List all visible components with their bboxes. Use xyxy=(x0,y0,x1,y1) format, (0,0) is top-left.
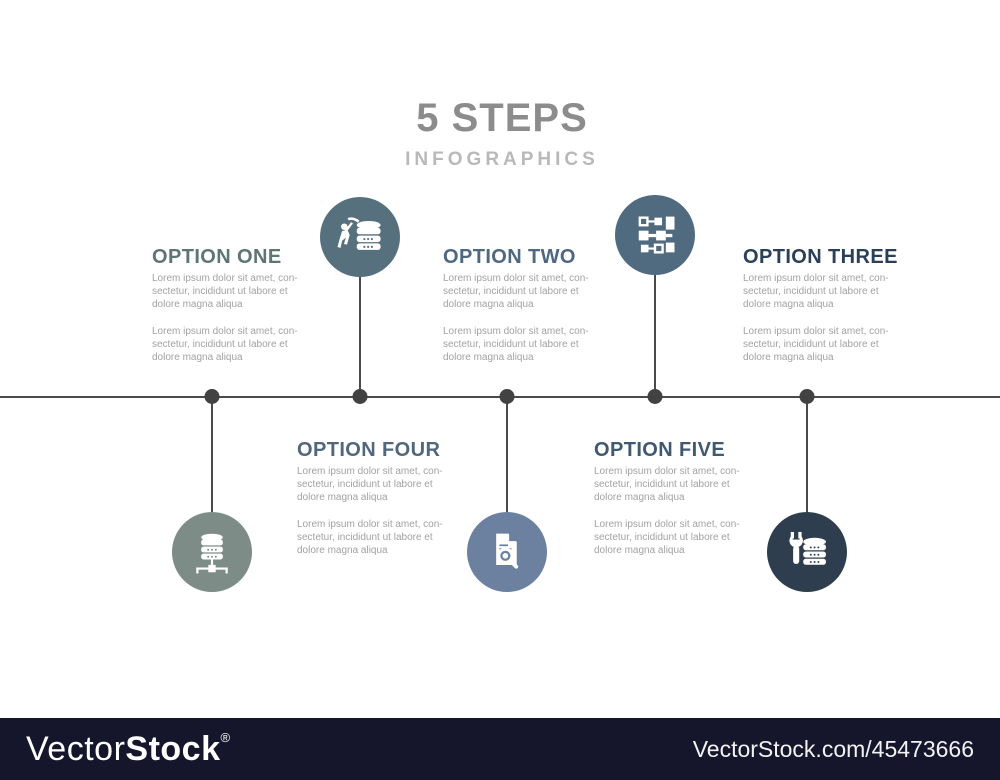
logo-stock-text: Stock xyxy=(125,729,221,768)
option-three-paragraph-2: Lorem ipsum dolor sit amet, con-sectetur… xyxy=(743,326,889,363)
option-three-body: Lorem ipsum dolor sit amet, con-sectetur… xyxy=(743,272,897,364)
database-network-icon xyxy=(172,512,252,592)
page-title: 5 STEPS INFOGRAPHICS xyxy=(352,96,652,171)
option-one-paragraph-2: Lorem ipsum dolor sit amet, con-sectetur… xyxy=(152,326,298,363)
connector-line xyxy=(211,397,213,513)
connector-line xyxy=(359,276,361,397)
option-two-heading: OPTION TWO xyxy=(443,246,576,268)
option-four-body: Lorem ipsum dolor sit amet, con-sectetur… xyxy=(297,465,451,557)
timeline-dot-1 xyxy=(204,389,220,404)
option-four-heading: OPTION FOUR xyxy=(297,439,441,461)
option-four-paragraph-1: Lorem ipsum dolor sit amet, con-sectetur… xyxy=(297,466,443,503)
connector-line xyxy=(806,397,808,513)
option-five-heading: OPTION FIVE xyxy=(594,439,726,461)
timeline-dot-2 xyxy=(352,389,368,404)
structured-data-icon xyxy=(615,195,695,275)
option-one-heading: OPTION ONE xyxy=(152,246,282,268)
option-two-body: Lorem ipsum dolor sit amet, con-sectetur… xyxy=(443,272,597,364)
timeline-dot-3 xyxy=(499,389,515,404)
option-five-paragraph-1: Lorem ipsum dolor sit amet, con-sectetur… xyxy=(594,466,740,503)
vectorstock-logo: VectorStock® xyxy=(26,730,231,769)
option-five-body: Lorem ipsum dolor sit amet, con-sectetur… xyxy=(594,465,748,557)
connector-line xyxy=(654,274,656,397)
option-three-paragraph-1: Lorem ipsum dolor sit amet, con-sectetur… xyxy=(743,273,889,310)
data-mining-icon xyxy=(320,197,400,277)
title-main: 5 STEPS xyxy=(416,96,588,140)
option-five-paragraph-2: Lorem ipsum dolor sit amet, con-sectetur… xyxy=(594,519,740,556)
registered-trademark-symbol: ® xyxy=(220,729,231,745)
connector-line xyxy=(506,397,508,513)
watermark-url: VectorStock.com/45473666 xyxy=(692,735,974,762)
option-one-paragraph-1: Lorem ipsum dolor sit amet, con-sectetur… xyxy=(152,273,298,310)
watermark-bar: VectorStock® VectorStock.com/45473666 xyxy=(0,718,1000,780)
database-maintenance-icon xyxy=(767,512,847,592)
document-search-icon xyxy=(467,512,547,592)
option-two-paragraph-1: Lorem ipsum dolor sit amet, con-sectetur… xyxy=(443,273,589,310)
logo-vector-text: Vector xyxy=(26,729,126,768)
option-three-heading: OPTION THREE xyxy=(743,246,898,268)
timeline-dot-4 xyxy=(647,389,663,404)
option-two-paragraph-2: Lorem ipsum dolor sit amet, con-sectetur… xyxy=(443,326,589,363)
option-one-body: Lorem ipsum dolor sit amet, con-sectetur… xyxy=(152,272,306,364)
timeline-dot-5 xyxy=(799,389,815,404)
title-subtitle: INFOGRAPHICS xyxy=(405,149,599,170)
option-four-paragraph-2: Lorem ipsum dolor sit amet, con-sectetur… xyxy=(297,519,443,556)
